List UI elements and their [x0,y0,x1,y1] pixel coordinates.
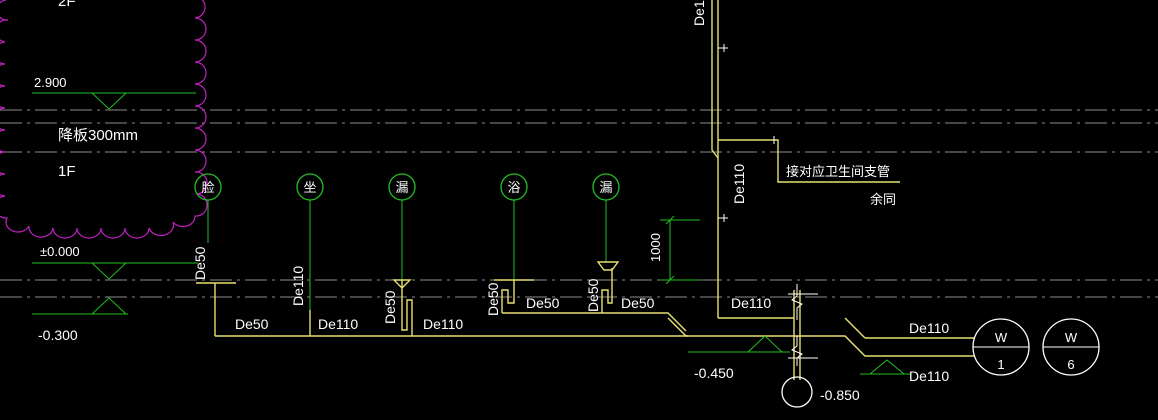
well-6-letter: W [1065,330,1078,345]
elevation-label-minus-850: -0.850 [820,387,860,403]
floor-drain-2-branch [601,268,613,313]
elevation-label-minus-300: -0.300 [38,327,78,343]
floor-label-2f: 2F [58,0,76,10]
elevation-mark-ground: ±0.000 [32,244,198,280]
elevation-mark-upper: 2.900 [32,75,196,110]
fixture-floor-drain-2: 漏 [592,173,620,201]
well-6-number: 6 [1067,357,1074,372]
fixture-floor-drain-2-label: 漏 [599,180,612,195]
well-symbol-6: W 6 [1042,318,1100,376]
pipe-label-bath-branch: De50 [485,282,501,316]
main-drain-slope [667,317,975,357]
well-1-letter: W [995,330,1008,345]
fixture-leaders [207,200,607,310]
floor-label-1f: 1F [58,163,76,180]
reference-lines [0,109,1158,298]
pipe-label-main-de110-a: De110 [318,316,358,332]
pipe-label-basin-branch: De50 [192,246,208,280]
fixture-bath-label: 浴 [507,180,520,195]
pipe-label-drain1-branch: De50 [382,290,398,324]
pipe-label-outlet-2: De110 [909,368,949,384]
pipe-label-drain2-branch: De50 [585,278,601,312]
pipe-label-main-de50: De50 [235,316,269,332]
pipe-label-riser-base: De110 [731,295,771,311]
fixture-bath: 浴 [500,173,528,201]
elevation-label-ground: ±0.000 [40,244,80,259]
slab-drop-label: 降板300mm [58,126,138,144]
fixture-floor-drain-1-label: 漏 [395,180,408,195]
dimension-1000 [660,215,700,285]
drainage-pipes [196,0,975,380]
well-1-number: 1 [997,357,1004,372]
elevation-label-upper: 2.900 [34,75,67,90]
riser-ticks [718,44,775,222]
revision-cloud [0,0,208,239]
fixture-basin: 脸 [194,173,222,201]
pipe-label-outlet-1: De110 [909,320,949,336]
well-symbol-1: W 1 [972,318,1030,376]
pipe-label-toilet-branch: De110 [290,266,306,306]
fixture-basin-label: 脸 [201,180,214,195]
note-connect: 接对应卫生间支管 [786,164,890,179]
bath-branch-pipe [502,312,687,332]
pipe-labels: De110 De110 De50 De50 De110 De110 De50 D… [192,0,949,384]
pipe-break-symbol [788,284,818,366]
pipe-label-riser-mid: De110 [731,164,747,204]
bath-trap [501,280,515,313]
pipe-label-bath-main: De50 [526,295,560,311]
elevation-mark-minus-850: -0.850 [781,359,910,408]
floor-labels: 2F 1F 降板300mm [58,0,138,180]
pipe-label-riser-top: De110 [691,0,707,26]
fixture-toilet: 坐 [296,173,324,201]
floor-drain-1-branch [401,280,413,336]
note-rest-same: 余同 [870,192,896,207]
elevation-mark-minus-450: -0.450 [688,335,790,381]
elevation-label-minus-450: -0.450 [694,365,734,381]
pipe-label-drain2-main: De50 [621,295,655,311]
notes: 接对应卫生间支管 余同 [786,164,896,207]
dimension-label: 1000 [648,233,663,262]
elevation-mark-minus-300: -0.300 [32,297,128,343]
fixture-symbols: 脸 坐 漏 浴 漏 [194,173,620,201]
pipe-label-main-de110-b: De110 [423,316,463,332]
fixture-floor-drain-1: 漏 [388,173,416,201]
fixture-toilet-label: 坐 [303,180,316,195]
